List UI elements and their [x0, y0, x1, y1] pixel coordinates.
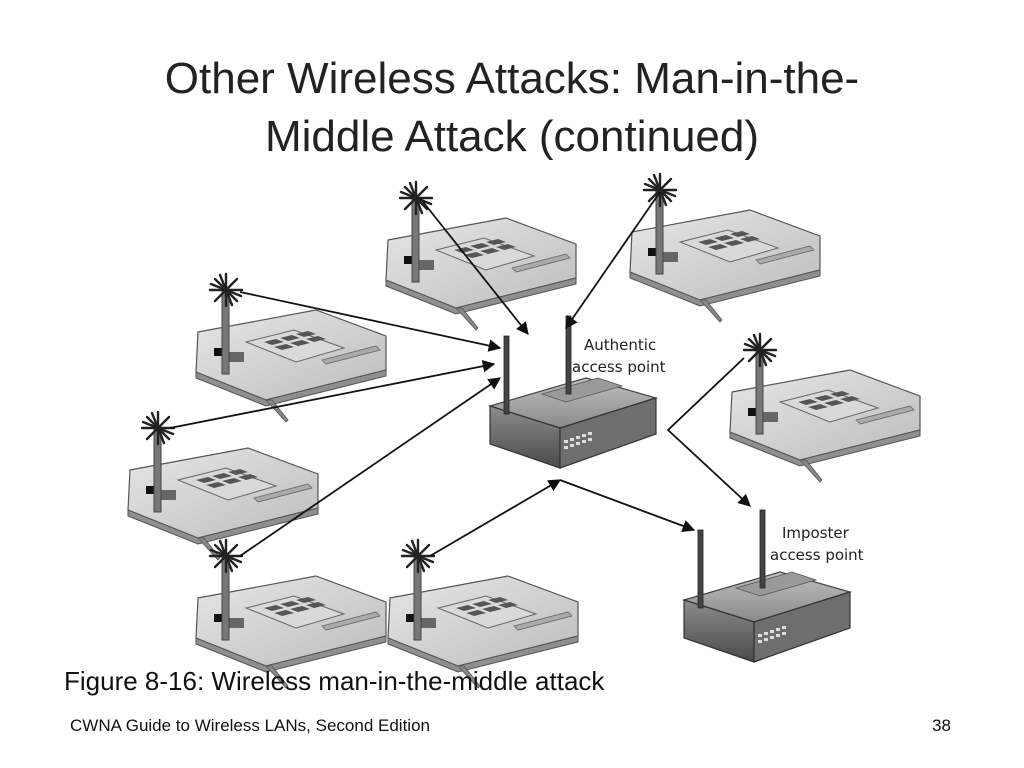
arrow-right-to-imposter: [666, 357, 751, 507]
imposter-label-line1: Imposter: [782, 524, 850, 542]
page-number: 38: [932, 716, 951, 735]
slide-title-line2: Middle Attack (continued): [264, 112, 760, 161]
arrow-intercept-to-imposter: [559, 479, 696, 532]
wireless-card-right: [728, 332, 922, 484]
imposter-label-line2: access point: [770, 546, 864, 564]
slide-title: Other Wireless Attacks: Man-in-the- Midd…: [80, 50, 944, 166]
arrow-middleleft-to-ap: [169, 360, 496, 429]
arrow-topcenter-to-ap: [419, 197, 529, 335]
wireless-card-top-right: [628, 172, 822, 324]
arrow-lowercenter-to-imposter: [429, 479, 562, 557]
slide-title-line1: Other Wireless Attacks: Man-in-the-: [164, 54, 860, 103]
wireless-card-upper-left: [194, 272, 388, 424]
arrow-upperleft-to-ap: [239, 291, 502, 352]
footer-text: CWNA Guide to Wireless LANs, Second Edit…: [70, 716, 430, 735]
wireless-card-top-center: [384, 180, 578, 332]
figure-caption: Figure 8-16: Wireless man-in-the-middle …: [64, 666, 605, 696]
wireless-card-middle-left: [126, 410, 320, 562]
authentic-label-line1: Authentic: [584, 336, 656, 354]
arrow-topright-to-ap: [565, 191, 661, 330]
authentic-label-line2: access point: [572, 358, 666, 376]
arrow-lowerleft-to-ap: [239, 377, 502, 557]
